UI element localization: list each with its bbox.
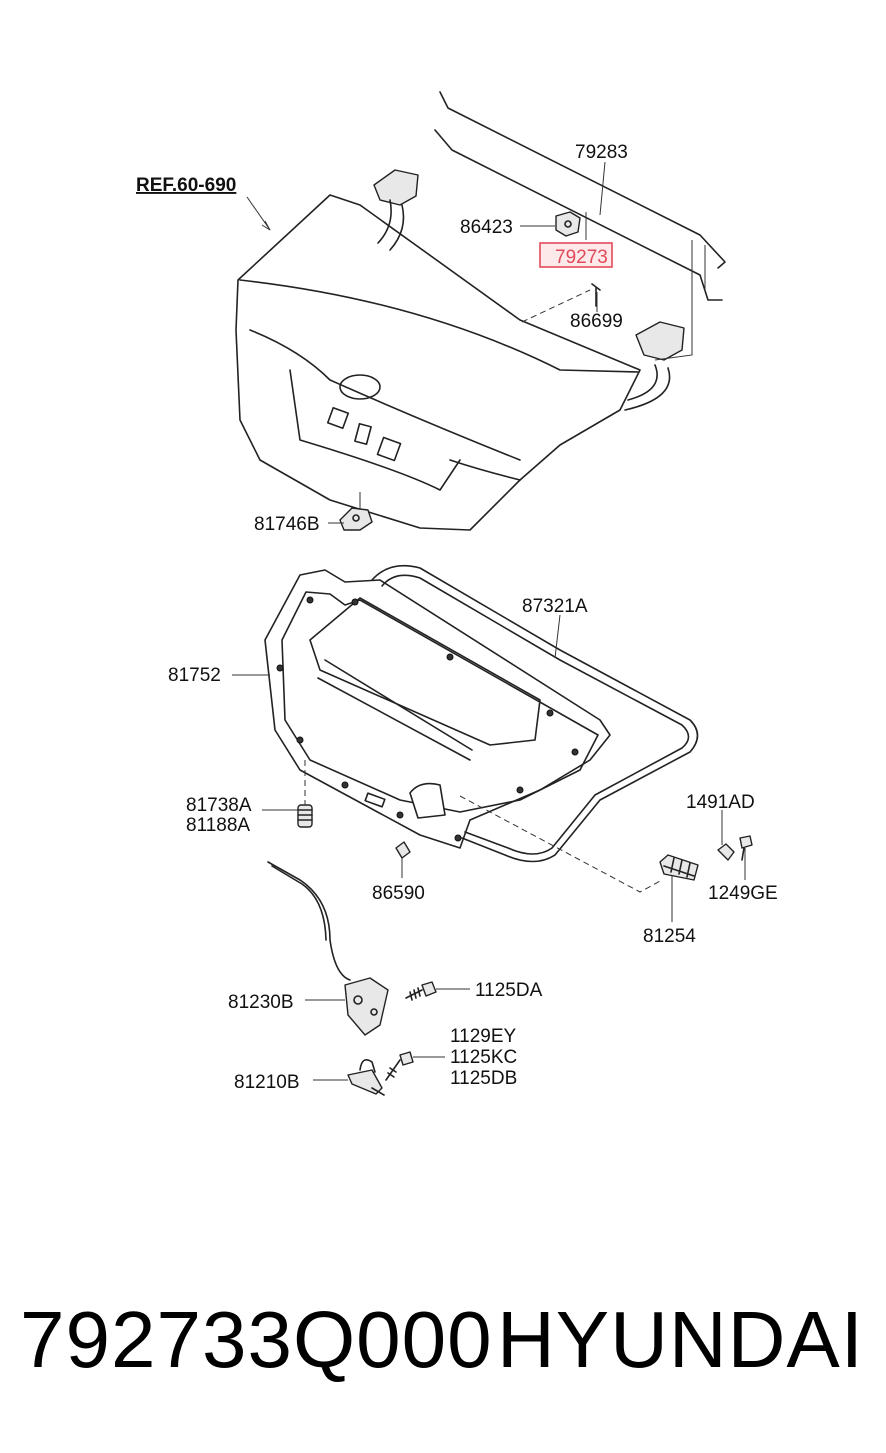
- footer: 792733Q000 HYUNDAI: [0, 1285, 886, 1405]
- part-81254: [659, 854, 699, 881]
- callout-1125DA: 1125DA: [475, 980, 543, 1001]
- left-hinge: [373, 169, 419, 251]
- bolt-1125DA: [405, 981, 437, 1001]
- right-hinge: [624, 321, 685, 411]
- bolt-1129EY: [385, 1051, 414, 1081]
- callout-1129EY: 1129EY: [450, 1026, 517, 1047]
- callout-81188A: 81188A: [186, 815, 250, 836]
- callout-1125KC: 1125KC: [450, 1047, 517, 1068]
- bolt-86699: [591, 283, 601, 307]
- callout-81738A: 81738A: [186, 795, 252, 816]
- trunk-lid: [235, 194, 641, 531]
- clip-86590: [395, 841, 411, 859]
- callout-79283: 79283: [575, 142, 628, 163]
- screw-1249GE: [739, 835, 753, 861]
- callout-86590: 86590: [372, 883, 425, 904]
- parts-diagram: REF.60-690 79283 86423 79273 86699 81746…: [136, 91, 778, 1096]
- callout-81230B: 81230B: [228, 992, 294, 1013]
- callout-81752: 81752: [168, 665, 221, 686]
- highlight-box: [539, 242, 613, 268]
- callout-81254: 81254: [643, 926, 696, 947]
- part-number: 792733Q000: [20, 1295, 493, 1384]
- reference-label: REF.60-690: [136, 175, 236, 196]
- callout-1249GE: 1249GE: [708, 883, 778, 904]
- clip-1491AD: [717, 843, 735, 861]
- callout-86423: 86423: [460, 217, 513, 238]
- latch-81230B: [267, 861, 389, 1036]
- callout-79273[interactable]: 79273: [555, 247, 608, 268]
- leader-lines: [232, 161, 746, 1081]
- striker-81210B: [347, 1059, 385, 1096]
- weatherstrip-87321A: [371, 564, 699, 863]
- callout-1491AD: 1491AD: [686, 792, 755, 813]
- bumper-81746B: [339, 507, 373, 531]
- torsion-rods: [434, 91, 726, 361]
- plug-81738A: [297, 804, 313, 828]
- bracket-86423: [555, 211, 581, 237]
- callout-81210B: 81210B: [234, 1072, 300, 1093]
- brand-name: HYUNDAI: [496, 1295, 864, 1384]
- trim-panel: [264, 569, 611, 849]
- callout-87321A: 87321A: [522, 596, 588, 617]
- callout-86699: 86699: [570, 311, 623, 332]
- callout-81746B: 81746B: [254, 514, 320, 535]
- callout-1125DB: 1125DB: [450, 1068, 517, 1089]
